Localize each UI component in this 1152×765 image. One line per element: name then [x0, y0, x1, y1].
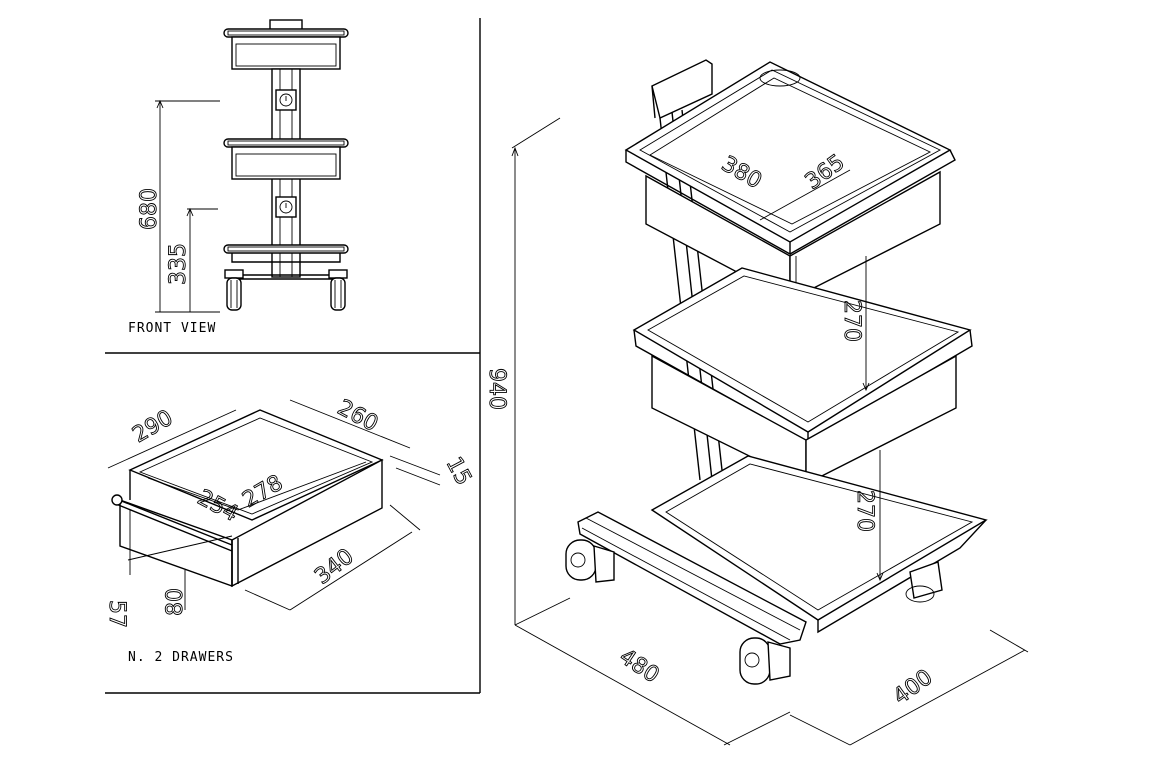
drawer-drawing — [107, 399, 441, 611]
drawer-outer-width-dim: 260 — [333, 395, 382, 437]
trolley-lower-gap-dim: 270 — [852, 490, 877, 532]
front-view-label: FRONT VIEW — [128, 321, 216, 336]
panel-dividers — [105, 18, 481, 694]
trolley-total-height-dim: 940 — [484, 368, 509, 410]
caster-front-left — [565, 539, 615, 583]
caster-front-right — [739, 637, 791, 685]
caster-back-right — [905, 561, 943, 603]
drawers-label: N. 2 DRAWERS — [128, 650, 234, 665]
front-view-drawing — [155, 19, 349, 313]
drawer-front-height-dim: 57 — [104, 600, 129, 628]
drawer-height-dim: 80 — [163, 588, 188, 616]
trolley-base-width-dim: 400 — [889, 665, 938, 710]
drawer-wall-dim: 15 — [441, 453, 476, 489]
trolley-base-depth-dim: 480 — [615, 644, 664, 688]
drawer-outer-depth-dim: 290 — [129, 406, 178, 449]
front-upper-height-dim: 680 — [137, 188, 162, 230]
trolley-upper-gap-dim: 270 — [839, 300, 864, 342]
front-lower-height-dim: 335 — [166, 243, 191, 285]
trolley-drawing — [511, 59, 1029, 746]
drawer-front-width-dim: 340 — [310, 544, 358, 590]
